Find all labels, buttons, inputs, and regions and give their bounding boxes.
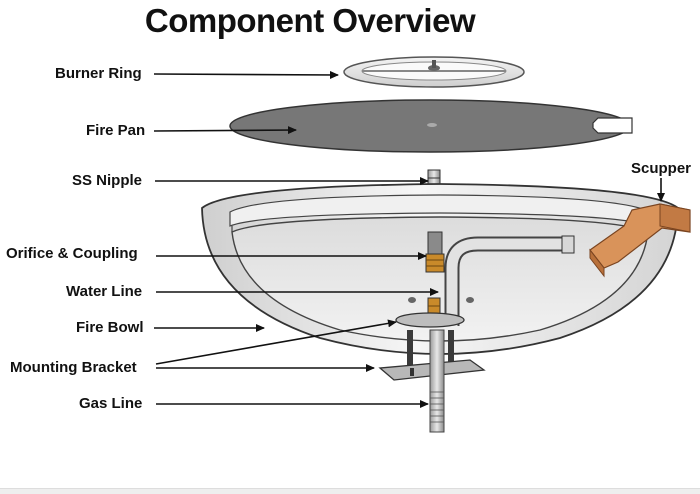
water-line (444, 235, 575, 326)
arrow-burner-ring (153, 70, 339, 79)
gas-line (429, 329, 445, 433)
label-orifice-coupling: Orifice & Coupling (6, 245, 138, 262)
fire-pan (229, 99, 633, 153)
label-scupper: Scupper (631, 160, 692, 177)
bottom-bar (0, 488, 700, 494)
label-water-line: Water Line (66, 283, 143, 300)
scupper (589, 203, 691, 278)
label-mounting-bracket: Mounting Bracket (10, 359, 137, 376)
burner-ring (343, 56, 525, 88)
arrow-mounting-bracket-upper (155, 319, 397, 365)
label-fire-pan: Fire Pan (86, 122, 146, 139)
label-gas-line: Gas Line (79, 395, 143, 412)
label-ss-nipple: SS Nipple (72, 172, 143, 189)
leader-lines (153, 70, 665, 408)
label-burner-ring: Burner Ring (55, 65, 142, 82)
page-title: Component Overview (144, 2, 476, 39)
arrow-fire-pan (153, 126, 297, 135)
label-fire-bowl: Fire Bowl (76, 319, 144, 336)
